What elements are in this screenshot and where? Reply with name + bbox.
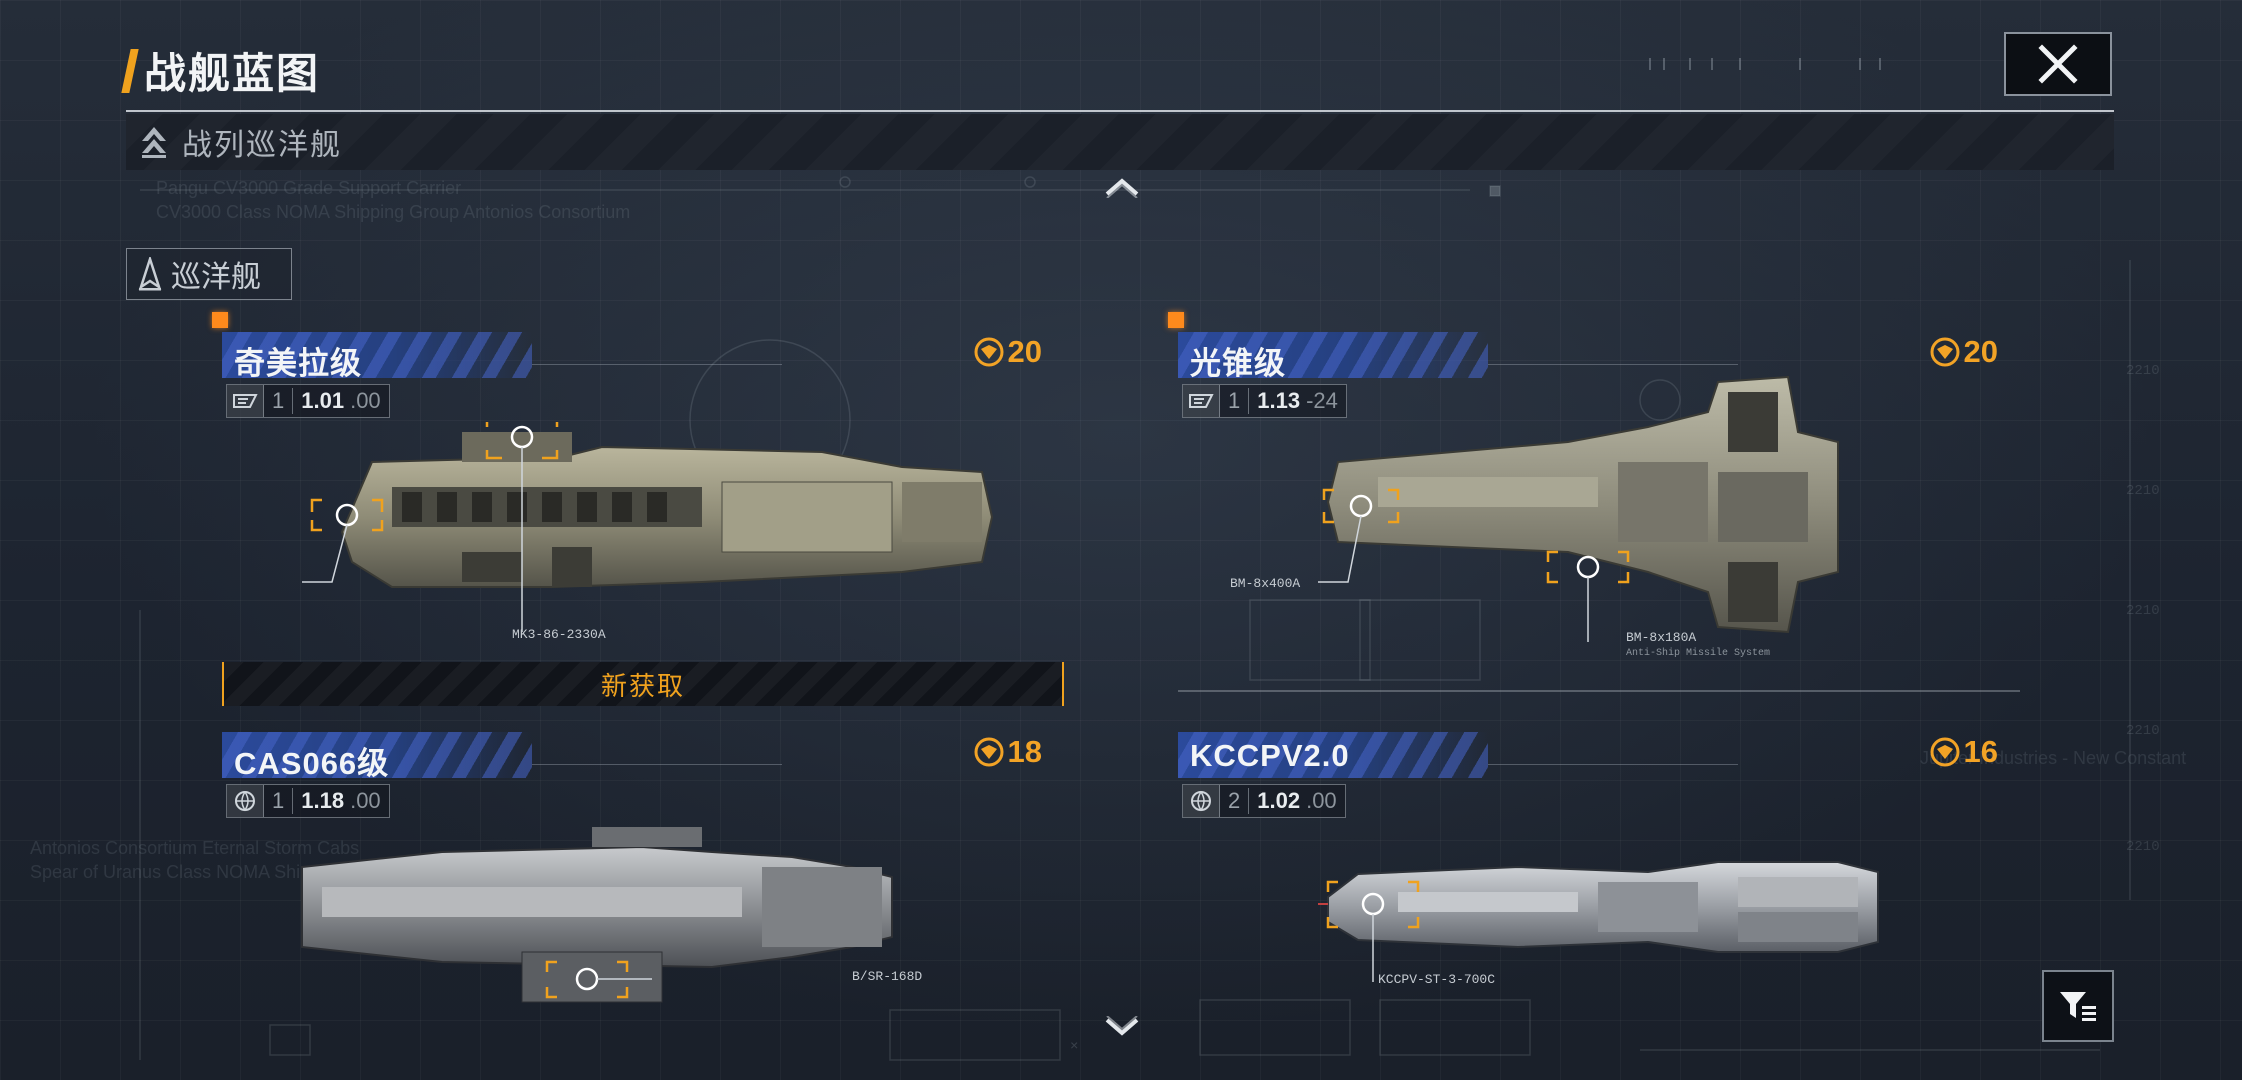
ship-class-icon bbox=[1183, 385, 1220, 417]
weapon-label: MK3-86-2330A bbox=[512, 627, 606, 642]
ship-stats: 1 1.01 .00 bbox=[226, 384, 390, 418]
weapon-label: KCCPV-ST-3-700C bbox=[1378, 972, 1496, 987]
new-acquired-label: 新获取 bbox=[600, 670, 685, 701]
ship-sub-version: .00 bbox=[350, 788, 381, 813]
category-header-battlecruiser[interactable]: 战列巡洋舰 bbox=[126, 114, 2114, 170]
ship-version: 1.13 bbox=[1257, 388, 1301, 413]
weapon-label: B/SR-168D bbox=[852, 969, 923, 984]
ship-sub-version: .00 bbox=[1306, 788, 1337, 813]
ship-version: 1.02 bbox=[1257, 788, 1301, 813]
ship-cost: 16 bbox=[1930, 734, 1998, 770]
ship-sub-version: -24 bbox=[1306, 388, 1338, 413]
cost-emblem-icon bbox=[1930, 737, 1960, 767]
card-baseline bbox=[1178, 690, 2020, 692]
background-lore-text: Spear of Uranus Class NOMA Shipping Grp bbox=[30, 862, 380, 882]
ship-cost-value: 20 bbox=[1963, 334, 1998, 369]
ship-cost-value: 18 bbox=[1007, 734, 1042, 769]
ship-cost: 20 bbox=[974, 334, 1042, 370]
weapon-label-desc: Anti-Ship Missile System bbox=[1626, 648, 1771, 659]
rank-chevron-icon bbox=[142, 127, 166, 158]
filter-button[interactable] bbox=[2042, 970, 2114, 1042]
ship-name-tag: KCCPV2.0 bbox=[1178, 732, 1738, 778]
ship-version: 1.01 bbox=[301, 388, 345, 413]
ship-stats: 1 1.18 .00 bbox=[226, 784, 390, 818]
background-lore-text: Pangu CV3000 Grade Support Carrier bbox=[156, 178, 462, 198]
ship-name: KCCPV2.0 bbox=[1190, 738, 1350, 773]
ship-cost: 18 bbox=[974, 734, 1042, 770]
svg-text:2210: 2210 bbox=[2126, 483, 2160, 499]
svg-text:2210: 2210 bbox=[2126, 603, 2160, 619]
page-title: 战舰蓝图 bbox=[144, 50, 321, 97]
ship-blueprint-light-cone bbox=[1318, 375, 1839, 642]
ship-name-tag: 光锥级 bbox=[1178, 332, 1738, 381]
ship-card-light-cone[interactable]: 光锥级 20 1 1.13 -24 bbox=[1168, 312, 2038, 702]
cost-emblem-icon bbox=[1930, 337, 1960, 367]
ship-name: 奇美拉级 bbox=[234, 346, 362, 381]
svg-text:2210: 2210 bbox=[2126, 839, 2160, 855]
ship-tier: 1 bbox=[264, 388, 294, 414]
subcategory-tab-cruiser[interactable]: 巡洋舰 bbox=[126, 248, 292, 300]
ship-class-icon bbox=[227, 385, 264, 417]
svg-text:2210: 2210 bbox=[2126, 723, 2160, 739]
ship-card-kccpv[interactable]: KCCPV2.0 16 2 1.02 .00 bbox=[1178, 722, 2038, 1080]
ship-version: 1.18 bbox=[301, 788, 345, 813]
close-button[interactable] bbox=[2004, 32, 2112, 96]
ship-blueprint-chimera bbox=[302, 422, 994, 632]
background-lore-text: Antonios Consortium Eternal Storm Cabs bbox=[30, 838, 360, 858]
subcategory-label: 巡洋舰 bbox=[171, 261, 261, 294]
ship-stats: 1 1.13 -24 bbox=[1182, 384, 1347, 418]
ship-blueprint-cas066 bbox=[301, 827, 893, 1003]
close-icon bbox=[2038, 44, 2078, 84]
svg-text:2210: 2210 bbox=[2126, 363, 2160, 379]
ship-cost: 20 bbox=[1930, 334, 1998, 370]
svg-text:×: × bbox=[1070, 1039, 1078, 1055]
chevron-up-icon[interactable] bbox=[1104, 176, 1140, 198]
ship-tier: 2 bbox=[1220, 788, 1250, 814]
background-lore-text: CV3000 Class NOMA Shipping Group Antonio… bbox=[156, 202, 631, 222]
globe-icon bbox=[227, 785, 264, 817]
cruiser-icon bbox=[138, 257, 162, 291]
ship-stats: 2 1.02 .00 bbox=[1182, 784, 1346, 818]
ship-cost-value: 20 bbox=[1007, 334, 1042, 369]
ship-tier: 1 bbox=[264, 788, 294, 814]
ship-name-tag: CAS066级 bbox=[222, 732, 782, 781]
weapon-label: BM-8x180A bbox=[1626, 630, 1697, 645]
ship-sub-version: .00 bbox=[350, 388, 381, 413]
new-acquired-banner: 新获取 bbox=[222, 662, 1064, 706]
new-indicator bbox=[212, 312, 228, 328]
ship-name-tag: 奇美拉级 bbox=[222, 332, 782, 381]
filter-icon bbox=[2060, 992, 2096, 1021]
ship-blueprint-kccpv bbox=[1318, 861, 1879, 982]
ship-card-cas066[interactable]: CAS066级 18 1 1.18 .00 bbox=[222, 722, 1082, 1080]
ship-tier: 1 bbox=[1220, 388, 1250, 414]
weapon-label: BM-8x400A bbox=[1230, 576, 1301, 591]
chevron-down-icon[interactable] bbox=[1104, 1016, 1140, 1038]
header-divider bbox=[126, 110, 2114, 112]
page-title-bar: 战舰蓝图 bbox=[121, 40, 321, 101]
cost-emblem-icon bbox=[974, 337, 1004, 367]
ship-cost-value: 16 bbox=[1963, 734, 1998, 769]
background-lore-text: Jupiter Industries - New Constant bbox=[1920, 748, 2187, 768]
category-label: 战列巡洋舰 bbox=[182, 129, 342, 162]
ship-name: 光锥级 bbox=[1190, 346, 1286, 381]
ship-card-chimera[interactable]: 奇美拉级 20 1 1.01 .00 bbox=[212, 312, 1082, 706]
new-indicator bbox=[1168, 312, 1184, 328]
ship-name: CAS066级 bbox=[234, 746, 390, 781]
globe-icon bbox=[1183, 785, 1220, 817]
cost-emblem-icon bbox=[974, 737, 1004, 767]
